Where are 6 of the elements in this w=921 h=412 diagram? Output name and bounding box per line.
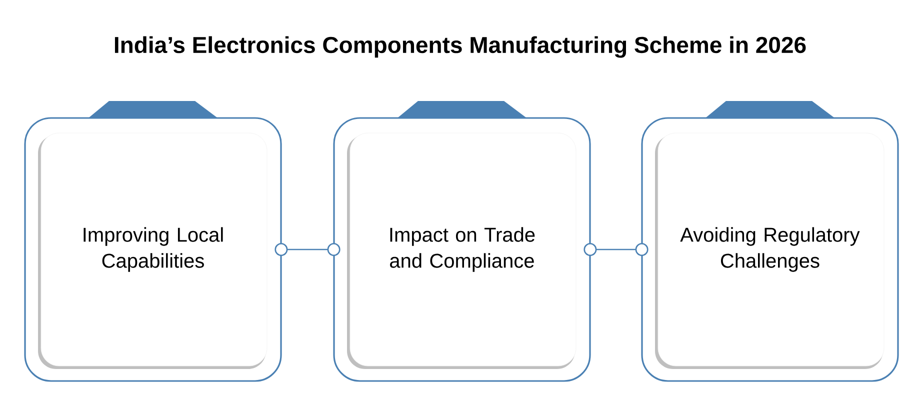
step-box: Impact on Trade and Compliance — [333, 101, 591, 382]
step-box: Avoiding Regulatory Challenges — [641, 101, 899, 382]
step-box: Improving Local Capabilities — [24, 101, 282, 382]
title: India’s Electronics Components Manufacturing Scheme in 2026 — [114, 36, 806, 58]
connector — [584, 243, 648, 256]
connector — [274, 243, 340, 256]
